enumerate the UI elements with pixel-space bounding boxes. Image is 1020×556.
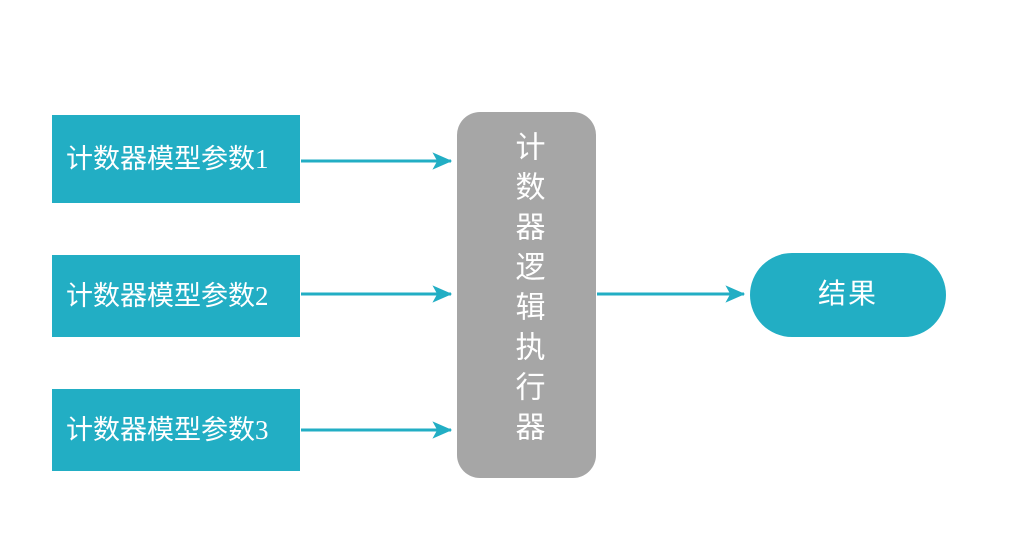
input-box-param3[interactable]: 计数器模型参数3 <box>52 389 300 471</box>
output-pill-result[interactable]: 结果 <box>750 253 946 337</box>
processor-box-executor[interactable]: 计数器逻辑执行器 <box>457 112 596 478</box>
output-pill-result-label: 结果 <box>817 279 878 310</box>
input-box-param1[interactable]: 计数器模型参数1 <box>52 115 300 203</box>
input-box-param1-label: 计数器模型参数1 <box>66 143 269 174</box>
processor-box-executor-label: 计数器逻辑执行器 <box>510 131 544 451</box>
input-box-param3-label: 计数器模型参数3 <box>66 414 269 445</box>
input-box-param2[interactable]: 计数器模型参数2 <box>52 255 300 337</box>
input-box-param2-label: 计数器模型参数2 <box>66 280 269 311</box>
